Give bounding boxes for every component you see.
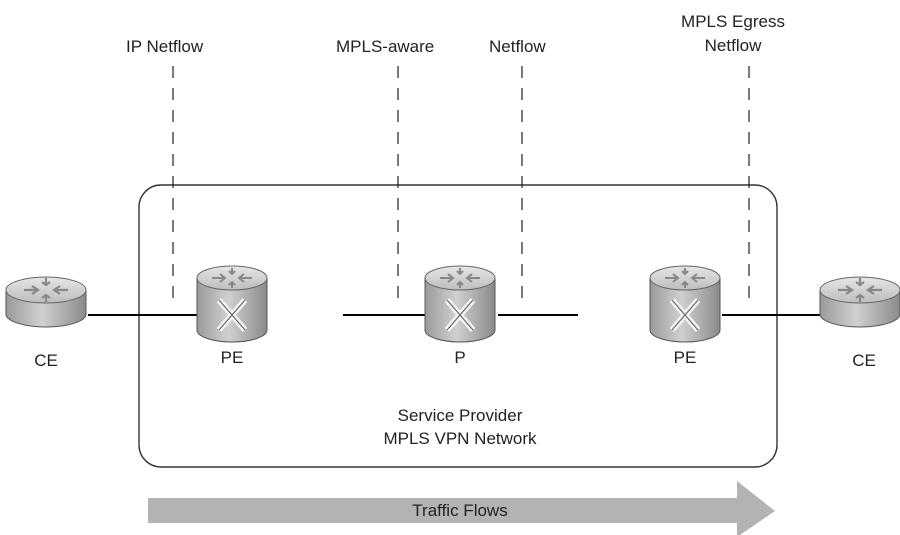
label-ce-left: CE — [34, 351, 58, 370]
label-mpls-egress-line2: Netflow — [704, 36, 762, 55]
label-mpls-aware: MPLS-aware — [336, 37, 435, 56]
label-mpls-vpn-network: MPLS VPN Network — [383, 429, 537, 448]
label-pe-left: PE — [220, 348, 244, 367]
label-p: P — [454, 348, 466, 367]
router-pe-right — [649, 265, 721, 343]
label-mpls-egress-netflow: MPLS Egress Netflow — [673, 11, 793, 56]
service-provider-network-box — [138, 184, 778, 468]
label-ce-right: CE — [852, 351, 876, 370]
label-pe-right: PE — [673, 348, 697, 367]
label-ip-netflow: IP Netflow — [126, 37, 204, 56]
router-ce-left — [5, 276, 87, 328]
traffic-flow-arrow — [148, 481, 775, 535]
label-service-provider: Service Provider — [397, 406, 523, 425]
label-service-provider-network: Service Provider MPLS VPN Network — [320, 405, 600, 449]
router-p — [424, 265, 496, 343]
router-pe-left — [196, 265, 268, 343]
router-ce-right — [819, 276, 900, 328]
label-traffic-flows: Traffic Flows — [412, 501, 508, 520]
label-netflow: Netflow — [489, 37, 546, 56]
label-mpls-egress-line1: MPLS Egress — [681, 12, 785, 31]
